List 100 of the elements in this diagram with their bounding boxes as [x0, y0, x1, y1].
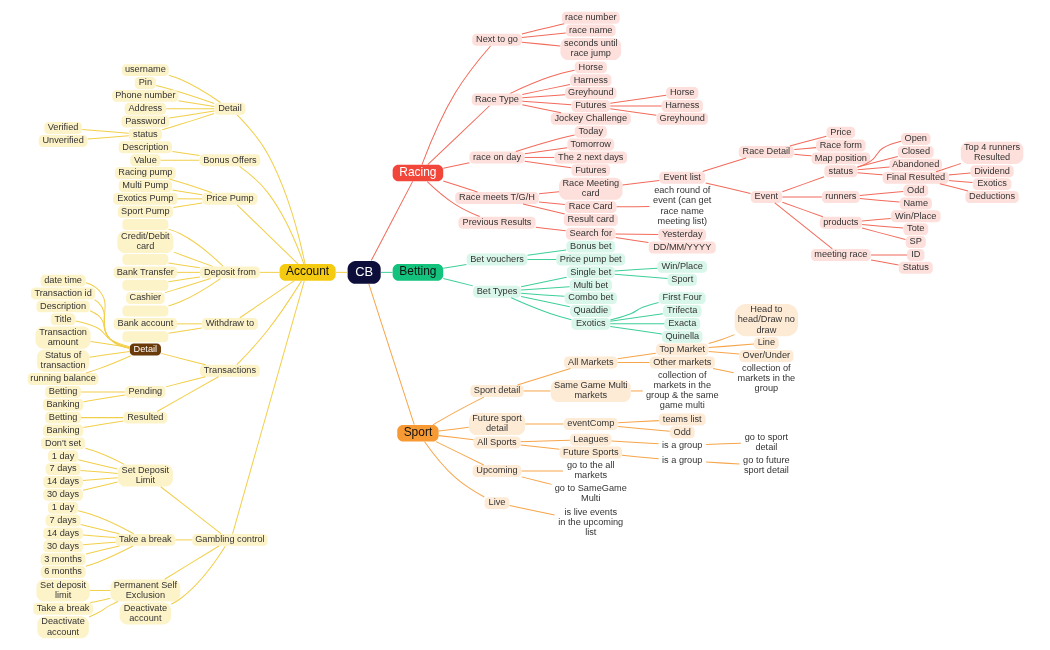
connector	[609, 326, 662, 335]
node-box: Betting	[392, 264, 443, 281]
connector	[617, 420, 659, 424]
connector	[519, 439, 570, 443]
connector	[613, 273, 668, 280]
node-box: products	[819, 216, 862, 229]
connector	[77, 459, 118, 470]
connector	[609, 323, 665, 325]
connector	[176, 271, 200, 273]
connector	[520, 296, 570, 308]
connector	[85, 355, 131, 374]
connector	[88, 351, 130, 358]
connector	[163, 545, 219, 580]
connector	[82, 420, 124, 428]
node-box: Future sport detail	[468, 413, 525, 436]
connector	[856, 166, 890, 171]
connector	[426, 181, 480, 218]
node-box: Bet Types	[472, 285, 521, 298]
node-box: Title	[50, 313, 75, 326]
node-text: go to the all markets	[566, 460, 615, 481]
node-box: Phone number	[111, 89, 178, 102]
node-box: 3 months	[40, 553, 86, 566]
node-box: eventComp	[563, 418, 618, 431]
node-box: Banking	[42, 398, 83, 411]
connector	[526, 259, 557, 260]
node-box: Price pump bet	[555, 253, 625, 266]
node-box: Closed	[897, 145, 934, 158]
node-box: Odd	[902, 184, 928, 197]
connector	[509, 69, 575, 94]
node-box: Price	[826, 126, 855, 139]
node-box: Set Deposit Limit	[117, 464, 173, 487]
node-box: Odd	[669, 426, 695, 439]
node-box: Event list	[658, 171, 705, 184]
connector	[89, 597, 111, 604]
connector	[521, 83, 570, 95]
connector	[161, 113, 215, 131]
node-box: Yesterday	[657, 228, 706, 241]
connector	[870, 254, 907, 256]
node-box: Result card	[563, 214, 618, 226]
connector	[781, 176, 825, 193]
connector	[712, 367, 734, 374]
connector	[79, 524, 120, 535]
node-box: Status of transaction	[36, 349, 89, 372]
connector	[616, 361, 650, 363]
node-box: 6 months	[40, 566, 86, 579]
node-box: Sport detail	[469, 385, 524, 397]
connector	[172, 202, 203, 208]
node-box	[121, 331, 168, 343]
node-box	[121, 219, 168, 231]
node-box: Multi bet	[569, 279, 612, 292]
connector	[172, 251, 213, 267]
connector	[177, 100, 215, 107]
connector	[521, 100, 572, 106]
node-box: race on day	[468, 151, 525, 164]
connector	[164, 376, 206, 388]
connector	[93, 299, 130, 349]
node-box: Trifecta	[662, 305, 702, 317]
connector	[167, 228, 223, 267]
connector	[609, 105, 662, 107]
node-box: All Markets	[563, 356, 617, 369]
node-box: Credit/Debit card	[116, 231, 173, 254]
connector	[521, 104, 562, 114]
connector	[514, 134, 575, 152]
node-box: Detail	[129, 343, 161, 356]
connector	[781, 196, 822, 198]
node-box: Take a break	[114, 533, 175, 546]
connector	[870, 259, 899, 266]
node-box: Description	[118, 141, 172, 154]
node-box: Harness	[569, 74, 611, 87]
connector	[788, 135, 827, 147]
node-box: Deactivate account	[119, 602, 171, 625]
connector	[858, 198, 900, 203]
connector	[236, 204, 299, 265]
node-box: Transaction amount	[35, 326, 91, 349]
connector	[176, 323, 202, 325]
connector	[538, 191, 559, 195]
node-box	[121, 279, 168, 291]
node-box: Transaction id	[30, 287, 95, 300]
connector	[420, 45, 491, 166]
node-box: ID	[906, 248, 924, 261]
node-box: Price Pump	[201, 192, 257, 205]
node-box: Bank Transfer	[113, 266, 177, 279]
connector	[423, 441, 485, 498]
node-box: Race Card	[564, 201, 616, 214]
node-box: Harness	[661, 100, 703, 112]
node-box: race name	[565, 24, 616, 37]
node-box: Deductions	[964, 191, 1019, 203]
node-box: Race form	[815, 139, 866, 152]
node-box: 7 days	[45, 514, 81, 527]
node-box: Value	[129, 154, 160, 167]
node-box: 30 days	[42, 540, 83, 553]
node-box: running balance	[27, 373, 98, 385]
connector	[861, 224, 904, 229]
connector	[520, 32, 566, 38]
connector	[164, 277, 211, 294]
node-box: Exotics	[972, 178, 1011, 191]
connector	[773, 202, 833, 250]
connector	[793, 147, 816, 151]
connector	[621, 454, 659, 460]
connector	[435, 441, 484, 466]
